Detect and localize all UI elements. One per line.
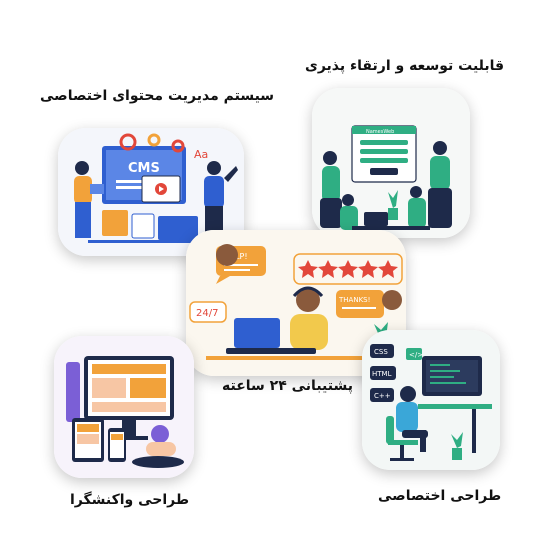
scalability-card[interactable]: NamesWeb: [312, 88, 470, 238]
developer-illustration: CSS HTML C++ </>: [362, 330, 500, 470]
responsive-caption: طراحی واکنشگرا: [70, 492, 190, 508]
thanks-text: THANKS!: [338, 296, 370, 304]
customer-avatar: [216, 244, 238, 266]
css-text: CSS: [374, 348, 388, 356]
scalability-caption: قابلیت توسعه و ارتقاء پذیری: [305, 58, 505, 74]
cms-aa-text: Aa: [194, 148, 208, 161]
responsive-devices-illustration: [54, 336, 194, 478]
brand-text: NamesWeb: [366, 129, 394, 135]
custom-card[interactable]: CSS HTML C++ </>: [362, 330, 500, 470]
support-247-text: 24/7: [196, 308, 218, 319]
responsive-card[interactable]: [54, 336, 194, 478]
custom-caption: طراحی اختصاصی: [378, 488, 502, 504]
cpp-text: C++: [374, 392, 391, 400]
cms-caption: سیستم مدیریت محتوای اختصاصی: [40, 88, 275, 104]
cms-illustration: CMS Aa: [58, 128, 244, 256]
support-caption: پشتیبانی ۲۴ ساعته: [222, 378, 353, 394]
html-text: HTML: [372, 370, 392, 378]
team-collaboration-illustration: NamesWeb: [312, 88, 470, 238]
cms-screen-text: CMS: [128, 161, 160, 176]
svg-text:</>: </>: [409, 351, 423, 359]
